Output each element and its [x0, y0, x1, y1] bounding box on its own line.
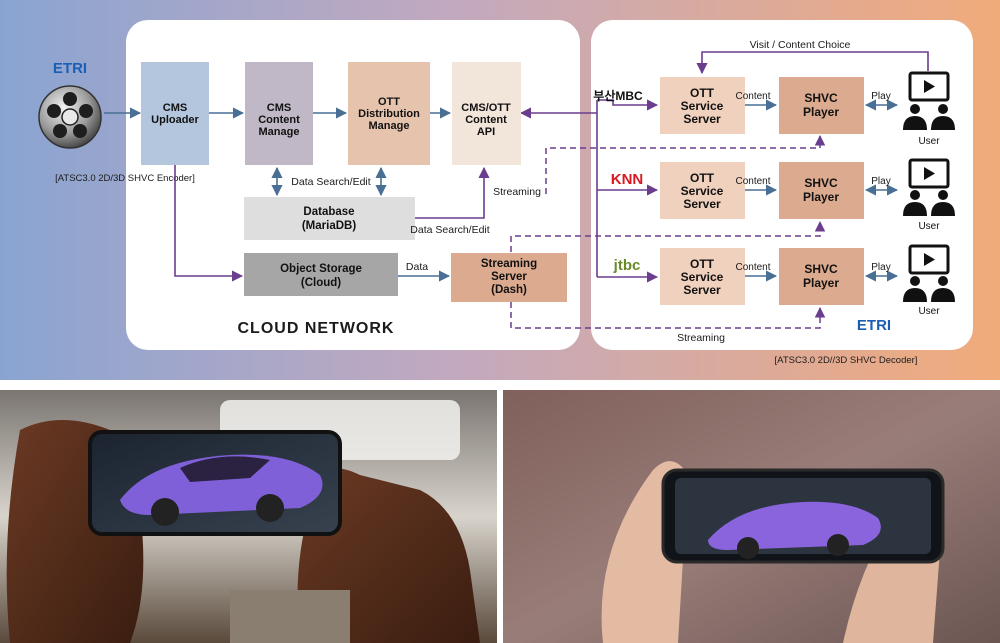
etri-logo-left: ETRI: [53, 60, 87, 77]
decoder-caption: [ATSC3.0 2D//3D SHVC Decoder]: [775, 355, 918, 366]
user-audience-icon: [903, 244, 955, 302]
connections: [104, 51, 929, 329]
svg-text:Object Storage(Cloud): Object Storage(Cloud): [280, 263, 362, 289]
label-content-3: Content: [735, 262, 770, 273]
svg-text:Database(MariaDB): Database(MariaDB): [302, 206, 356, 232]
edge-database-api: [415, 166, 490, 219]
car-headrest-display-photo: [0, 390, 497, 643]
user-audience-icon: [903, 71, 955, 130]
diagram-svg: ETRI [ATSC3.0 2D/3D SHVC Encoder]: [0, 0, 1000, 380]
edge-user-ott-visit: [696, 51, 929, 75]
label-streaming-top: Streaming: [493, 186, 541, 198]
user-label-1: User: [918, 136, 940, 147]
label-play-1: Play: [871, 91, 890, 102]
etri-logo-right: ETRI: [857, 317, 891, 334]
label-play-2: Play: [871, 176, 890, 187]
label-streaming-bottom: Streaming: [677, 332, 725, 344]
smartphone-display-photo: [503, 390, 1000, 643]
edge-streaming-shvc3: [510, 302, 826, 329]
database-box: Database(MariaDB): [244, 197, 415, 240]
edge-bus-ott1: [597, 99, 659, 111]
cloud-network-title: CLOUD NETWORK: [238, 320, 395, 337]
label-data-search-edit-1: Data Search/Edit: [291, 176, 370, 188]
edge-streaming-shvc1: [545, 134, 826, 194]
label-data: Data: [406, 261, 428, 273]
edge-streaming-shvc2: [510, 220, 826, 252]
object-storage-box: Object Storage(Cloud): [244, 253, 398, 296]
encoder-caption: [ATSC3.0 2D/3D SHVC Encoder]: [55, 173, 195, 184]
architecture-diagram: ETRI [ATSC3.0 2D/3D SHVC Encoder]: [0, 0, 1000, 380]
busan-mbc-logo: 부산MBC: [593, 88, 643, 103]
user-label-2: User: [918, 221, 940, 232]
car-interior-illustration: [0, 390, 497, 643]
label-content-1: Content: [735, 91, 770, 102]
smartphone-illustration: [503, 390, 1000, 643]
knn-logo: KNN: [611, 171, 644, 188]
label-play-3: Play: [871, 262, 890, 273]
user-label-3: User: [918, 306, 940, 317]
edge-uploader-storage: [174, 165, 244, 282]
film-reel-icon: [38, 85, 102, 149]
label-visit-content-choice: Visit / Content Choice: [750, 39, 851, 51]
jtbc-logo: jtbc: [613, 257, 641, 274]
label-content-2: Content: [735, 176, 770, 187]
label-data-search-edit-2: Data Search/Edit: [410, 224, 489, 236]
user-audience-icon: [903, 158, 955, 216]
